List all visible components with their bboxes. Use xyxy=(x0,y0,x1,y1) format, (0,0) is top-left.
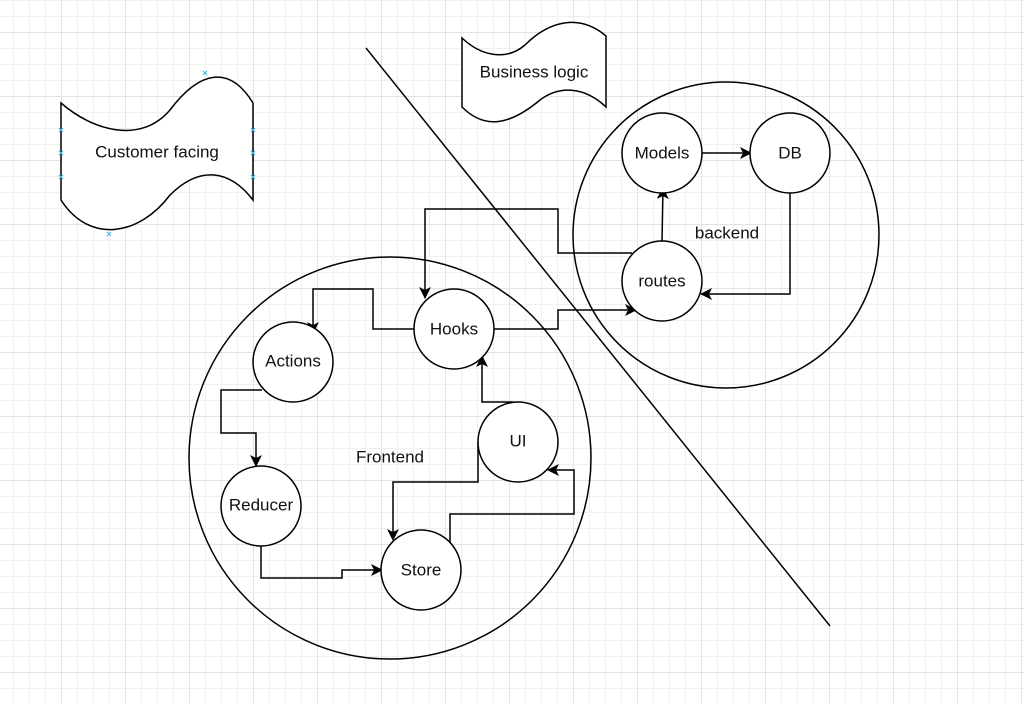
edge-routes-to-hooks[interactable] xyxy=(419,208,632,299)
selection-handles[interactable] xyxy=(58,70,256,237)
node-db[interactable]: DB xyxy=(749,112,831,194)
node-actions-label: Actions xyxy=(265,351,321,370)
node-ui[interactable]: UI xyxy=(477,401,559,483)
customer-facing-tape[interactable]: Customer facing xyxy=(58,70,256,237)
node-routes-label: routes xyxy=(638,271,685,290)
node-actions[interactable]: Actions xyxy=(252,321,334,403)
backend-group[interactable] xyxy=(572,81,880,389)
edge-hooks-to-actions[interactable] xyxy=(307,288,414,334)
frontend-group[interactable] xyxy=(188,256,592,660)
edge-routes-to-models[interactable] xyxy=(656,187,669,242)
node-routes[interactable]: routes xyxy=(621,240,703,322)
customer-facing-label: Customer facing xyxy=(95,142,219,161)
node-store-label: Store xyxy=(401,560,442,579)
node-reducer[interactable]: Reducer xyxy=(220,465,302,547)
edge-ui-to-hooks[interactable] xyxy=(476,355,513,403)
node-ui-label: UI xyxy=(510,431,527,450)
edge-ui-to-store[interactable] xyxy=(387,442,479,541)
frontend-group-label: Frontend xyxy=(356,447,424,466)
edge-reducer-to-store[interactable] xyxy=(260,546,383,579)
business-logic-label: Business logic xyxy=(480,62,589,81)
divider-line[interactable] xyxy=(365,47,831,627)
node-hooks-label: Hooks xyxy=(430,319,478,338)
node-hooks[interactable]: Hooks xyxy=(413,288,495,370)
edge-hooks-to-routes[interactable] xyxy=(494,304,637,330)
node-reducer-label: Reducer xyxy=(229,495,294,514)
business-logic-tape[interactable]: Business logic xyxy=(461,21,607,123)
edge-db-to-routes[interactable] xyxy=(700,193,791,300)
edge-actions-to-reducer[interactable] xyxy=(220,389,262,467)
backend-group-label: backend xyxy=(695,223,759,242)
node-models[interactable]: Models xyxy=(621,112,703,194)
node-db-label: DB xyxy=(778,143,802,162)
node-store[interactable]: Store xyxy=(380,529,462,611)
node-models-label: Models xyxy=(635,143,690,162)
edge-store-to-ui[interactable] xyxy=(449,464,575,543)
